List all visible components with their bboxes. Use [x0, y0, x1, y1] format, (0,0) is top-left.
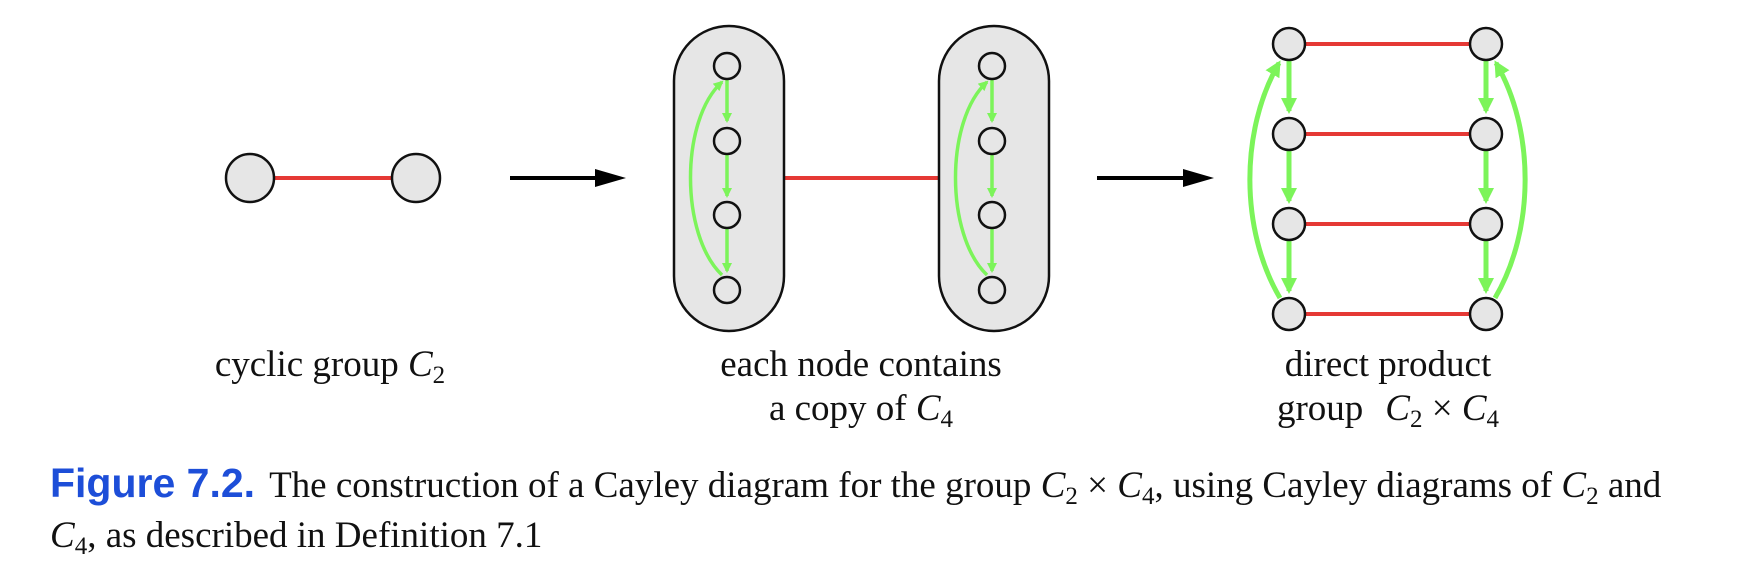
container-right-capsule — [937, 24, 1051, 333]
caption-op: × — [1077, 465, 1118, 506]
product-node-a4 — [1271, 296, 1307, 332]
product-node-a3 — [1271, 206, 1307, 242]
label-product-var2: C — [1461, 388, 1487, 429]
right-c4-node-2 — [977, 126, 1007, 156]
product-left-return-arrow — [1247, 60, 1283, 300]
container-right — [937, 24, 1051, 333]
arrow-2-head — [1183, 169, 1214, 187]
product-node-b2 — [1468, 116, 1504, 152]
caption-sub3: 2 — [1586, 483, 1599, 510]
caption-text-d: , as described in Definition 7.1 — [87, 515, 543, 556]
panel-copies — [672, 24, 1051, 333]
right-c4-node-4 — [977, 275, 1007, 305]
product-node-a1 — [1271, 26, 1307, 62]
caption-text-b: , using Cayley diagrams of — [1154, 465, 1562, 506]
figure-caption: Figure 7.2. The construction of a Cayley … — [50, 458, 1710, 561]
caption-var4: C — [50, 515, 75, 556]
container-left — [672, 24, 786, 333]
arrow-1-head — [595, 169, 626, 187]
label-product-sub2: 4 — [1486, 406, 1500, 433]
label-product-sub1: 2 — [1409, 406, 1423, 433]
label-c2-var: C — [407, 344, 433, 385]
label-copy-line1: each node contains — [720, 344, 1002, 385]
c2-node-2 — [390, 152, 442, 204]
container-left-capsule — [672, 24, 786, 333]
left-c4-node-4 — [712, 275, 742, 305]
caption-figure-number: Figure 7.2. — [50, 460, 256, 506]
caption-var1: C — [1040, 465, 1066, 506]
product-right-return-arrow — [1492, 60, 1528, 300]
label-c2-text: cyclic group — [214, 344, 408, 385]
caption-text-c: and — [1598, 465, 1662, 506]
caption-var3: C — [1561, 465, 1587, 506]
caption-sub4: 4 — [74, 533, 88, 560]
product-node-b1 — [1468, 26, 1504, 62]
construction-arrow-2 — [1097, 169, 1214, 187]
panel-product — [1247, 26, 1528, 332]
right-c4-return-arrow — [953, 80, 989, 277]
construction-arrow-1 — [510, 169, 626, 187]
left-c4-node-2 — [712, 126, 742, 156]
label-c2-sub: 2 — [432, 362, 446, 389]
panel-c2 — [224, 152, 442, 204]
c2-node-1 — [224, 152, 276, 204]
label-copy-line2: a copy of C4 — [681, 387, 1041, 433]
right-c4-node-3 — [977, 200, 1007, 230]
label-product-op: × — [1422, 388, 1462, 429]
label-copy-var: C — [915, 388, 941, 429]
left-c4-node-3 — [712, 200, 742, 230]
product-node-b3 — [1468, 206, 1504, 242]
label-each-node: each node contains a copy of C4 — [681, 343, 1041, 433]
left-c4-return-arrow — [688, 80, 724, 277]
caption-sub2: 4 — [1141, 483, 1155, 510]
label-cyclic-group-c2: cyclic group C2 — [190, 343, 470, 389]
cayley-construction-diagram — [224, 24, 1528, 333]
left-c4-node-1 — [712, 51, 742, 81]
product-node-b4 — [1468, 296, 1504, 332]
right-c4-node-1 — [977, 51, 1007, 81]
caption-sub1: 2 — [1065, 483, 1078, 510]
caption-text-a: The construction of a Cayley diagram for… — [269, 465, 1041, 506]
product-node-a2 — [1271, 116, 1307, 152]
label-product-text: group — [1276, 388, 1364, 429]
label-product-line1: direct product — [1284, 344, 1492, 385]
label-copy-text: a copy of — [768, 388, 916, 429]
label-product-var1: C — [1385, 388, 1410, 429]
caption-var2: C — [1117, 465, 1142, 506]
label-copy-sub: 4 — [940, 406, 954, 433]
